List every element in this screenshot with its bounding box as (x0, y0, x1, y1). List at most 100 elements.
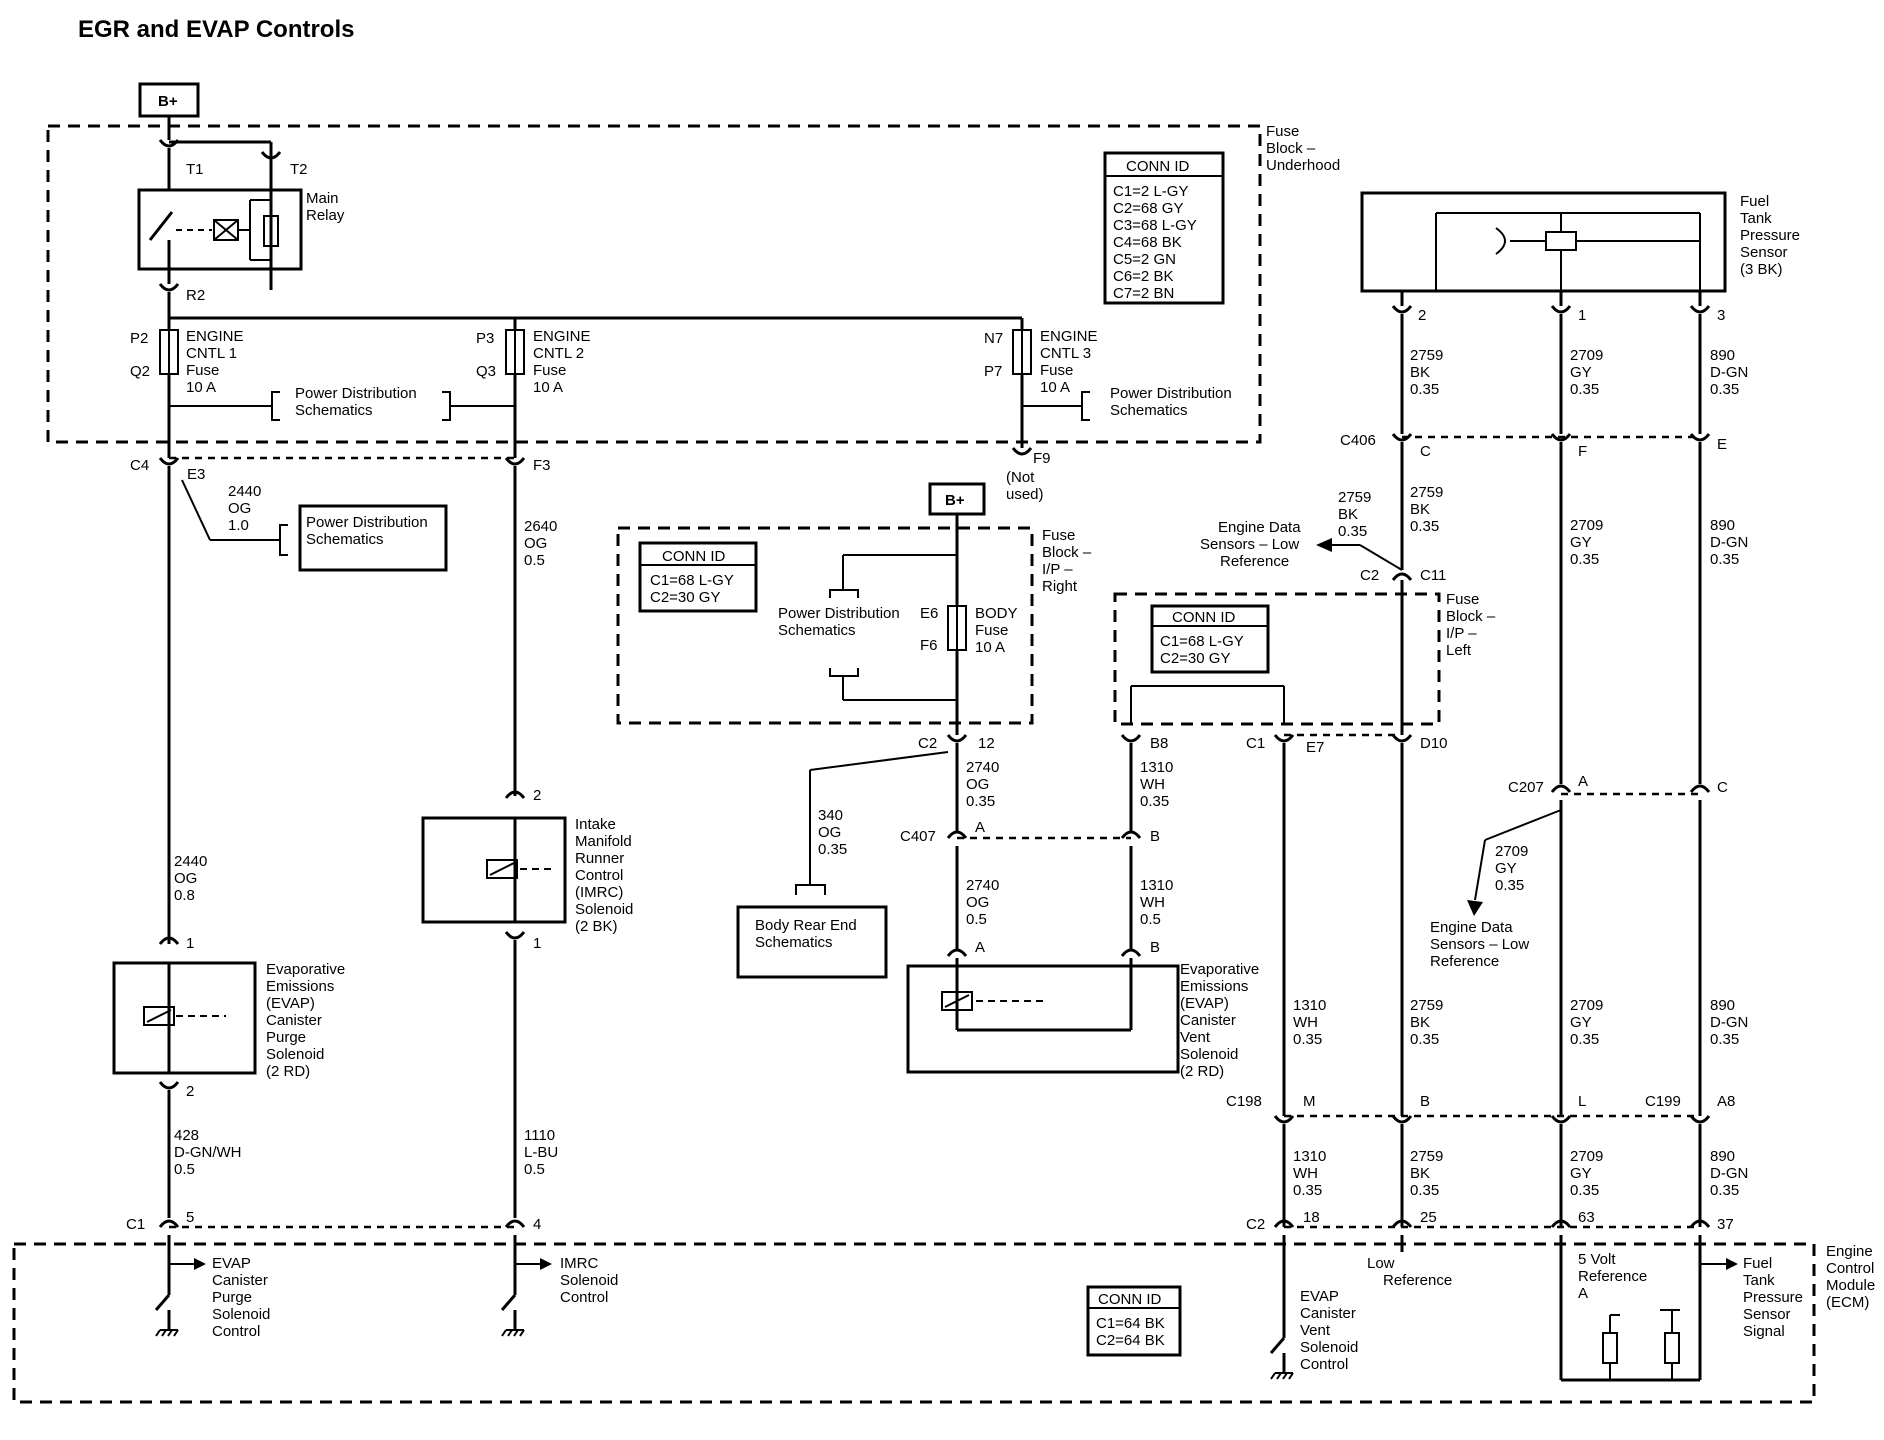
vent-control-switch (1269, 1235, 1294, 1380)
svg-text:Fuse: Fuse (1040, 362, 1073, 379)
svg-text:GY: GY (1495, 860, 1517, 877)
wire-2440-mid: 2440 OG 0.8 (174, 853, 207, 904)
svg-text:Purge: Purge (266, 1029, 306, 1046)
svg-text:1: 1 (1578, 307, 1586, 324)
wire-2709-a: 2709 GY 0.35 (1570, 347, 1603, 398)
svg-text:1310: 1310 (1140, 877, 1173, 894)
svg-text:0.35: 0.35 (1410, 1031, 1439, 1048)
engine-data-sensors-top: Engine Data Sensors – Low Reference (1200, 519, 1301, 570)
svg-text:Power Distribution: Power Distribution (778, 605, 900, 622)
svg-text:A: A (975, 819, 985, 836)
wire-2709-b: 2709 GY 0.35 (1570, 517, 1603, 568)
svg-text:BK: BK (1410, 364, 1430, 381)
svg-text:12: 12 (978, 735, 995, 752)
svg-text:0.35: 0.35 (966, 793, 995, 810)
svg-text:Solenoid: Solenoid (560, 1272, 618, 1289)
svg-text:Control: Control (1826, 1260, 1874, 1277)
ecm-label: Engine Control Module (ECM) (1826, 1243, 1875, 1311)
svg-text:IMRC: IMRC (560, 1255, 598, 1272)
svg-text:0.35: 0.35 (1710, 1182, 1739, 1199)
svg-text:D-GN: D-GN (1710, 1165, 1748, 1182)
svg-text:Q3: Q3 (476, 363, 496, 380)
svg-text:L-BU: L-BU (524, 1144, 558, 1161)
svg-text:0.35: 0.35 (1570, 1182, 1599, 1199)
svg-text:OG: OG (966, 776, 989, 793)
svg-text:Fuse: Fuse (1446, 591, 1479, 608)
svg-text:C1: C1 (1246, 735, 1265, 752)
svg-text:1310: 1310 (1293, 1148, 1326, 1165)
svg-text:WH: WH (1140, 776, 1165, 793)
svg-text:E7: E7 (1306, 739, 1324, 756)
svg-text:Control: Control (1300, 1356, 1348, 1373)
svg-text:Solenoid: Solenoid (266, 1046, 324, 1063)
svg-text:T1: T1 (186, 161, 204, 178)
fuel-tank-sensor-label: Fuel Tank Pressure Sensor (3 BK) (1740, 193, 1800, 278)
svg-text:B8: B8 (1150, 735, 1168, 752)
svg-text:0.5: 0.5 (966, 911, 987, 928)
wire-1110: 1110 L-BU 0.5 (524, 1127, 558, 1178)
wire-2759-b: 2759 BK 0.35 (1410, 484, 1443, 535)
purge-solenoid-label: Evaporative Emissions (EVAP) Canister Pu… (266, 961, 345, 1080)
svg-text:5 Volt: 5 Volt (1578, 1251, 1616, 1268)
svg-text:25: 25 (1420, 1209, 1437, 1226)
svg-text:890: 890 (1710, 997, 1735, 1014)
svg-text:890: 890 (1710, 1148, 1735, 1165)
svg-text:Solenoid: Solenoid (1180, 1046, 1238, 1063)
svg-text:Block –: Block – (1446, 608, 1496, 625)
svg-text:E3: E3 (187, 466, 205, 483)
svg-text:N7: N7 (984, 330, 1003, 347)
svg-text:Relay: Relay (306, 207, 345, 224)
svg-text:BK: BK (1410, 1165, 1430, 1182)
svg-text:Emissions: Emissions (1180, 978, 1248, 995)
svg-text:Left: Left (1446, 642, 1472, 659)
engine-data-sensors-bottom: Engine Data Sensors – Low Reference (1430, 919, 1529, 970)
svg-text:Control: Control (212, 1323, 260, 1340)
page-title: EGR and EVAP Controls (78, 16, 354, 43)
svg-text:(2 RD): (2 RD) (1180, 1063, 1224, 1080)
svg-text:ENGINE: ENGINE (1040, 328, 1098, 345)
svg-text:EVAP: EVAP (1300, 1288, 1339, 1305)
svg-text:428: 428 (174, 1127, 199, 1144)
svg-text:B: B (1150, 828, 1160, 845)
svg-text:Signal: Signal (1743, 1323, 1785, 1340)
svg-text:Engine Data: Engine Data (1218, 519, 1301, 536)
svg-text:P3: P3 (476, 330, 494, 347)
svg-text:2709: 2709 (1570, 997, 1603, 1014)
svg-text:0.35: 0.35 (1410, 518, 1439, 535)
svg-text:10 A: 10 A (186, 379, 216, 396)
svg-text:Control: Control (560, 1289, 608, 1306)
wire-2759-d: 2759 BK 0.35 (1410, 1148, 1443, 1199)
svg-text:1: 1 (533, 935, 541, 952)
svg-text:0.35: 0.35 (1410, 1182, 1439, 1199)
svg-text:0.35: 0.35 (1710, 1031, 1739, 1048)
svg-text:F9: F9 (1033, 450, 1051, 467)
svg-text:Fuel: Fuel (1743, 1255, 1772, 1272)
svg-text:0.8: 0.8 (174, 887, 195, 904)
svg-text:(2 BK): (2 BK) (575, 918, 618, 935)
svg-text:63: 63 (1578, 1209, 1595, 1226)
svg-text:A: A (1578, 773, 1588, 790)
wire-2709-c: 2709 GY 0.35 (1570, 997, 1603, 1048)
low-reference-label: Low Reference (1367, 1255, 1452, 1289)
svg-text:C198: C198 (1226, 1093, 1262, 1110)
svg-text:C2=68 GY: C2=68 GY (1113, 200, 1183, 217)
imrc-solenoid (421, 816, 567, 924)
svg-text:Sensor: Sensor (1740, 244, 1788, 261)
svg-text:2709: 2709 (1570, 517, 1603, 534)
svg-text:Solenoid: Solenoid (575, 901, 633, 918)
svg-text:Emissions: Emissions (266, 978, 334, 995)
svg-text:C2=64 BK: C2=64 BK (1096, 1332, 1165, 1349)
svg-text:Reference: Reference (1578, 1268, 1647, 1285)
wire-890-d: 890 D-GN 0.35 (1710, 1148, 1748, 1199)
svg-text:0.35: 0.35 (1495, 877, 1524, 894)
evap-vent-solenoid (906, 958, 1180, 1074)
imrc-control-switch (500, 1235, 552, 1337)
fuse-block-ip-left-box (1113, 592, 1441, 726)
svg-text:0.35: 0.35 (818, 841, 847, 858)
svg-text:Intake: Intake (575, 816, 616, 833)
svg-text:C7=2 BN: C7=2 BN (1113, 285, 1174, 302)
svg-text:Right: Right (1042, 578, 1078, 595)
svg-text:1310: 1310 (1140, 759, 1173, 776)
svg-text:Tank: Tank (1740, 210, 1772, 227)
